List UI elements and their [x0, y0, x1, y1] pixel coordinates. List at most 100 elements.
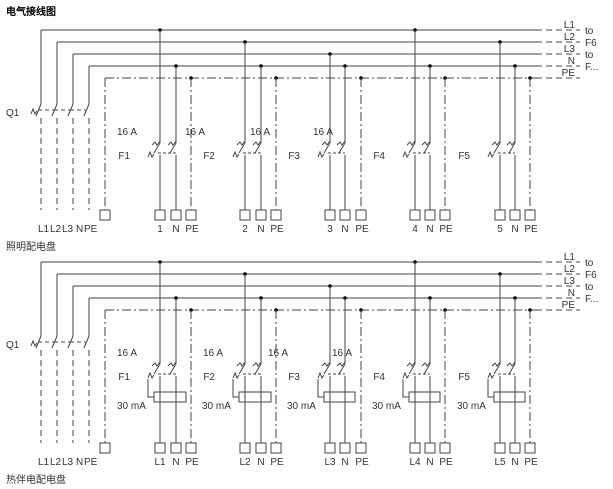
breaker-thermal-icon [487, 371, 495, 380]
incoming-label-l2: L2 [50, 457, 62, 468]
breaker-contact [408, 142, 416, 154]
terminal [494, 442, 506, 454]
terminal-label-n: N [341, 224, 348, 235]
terminal-label-pe: PE [355, 224, 369, 235]
terminal [154, 209, 166, 221]
breaker-label: F1 [118, 372, 130, 383]
terminal [170, 442, 182, 454]
rcd-rating: 30 mA [372, 401, 401, 412]
terminal-label: L2 [239, 457, 251, 468]
panel-title-lighting: 照明配电盘 [6, 242, 56, 253]
rcd-box [493, 391, 526, 403]
terminal [409, 442, 421, 454]
terminal-label: L4 [409, 457, 421, 468]
continuation-label: F6 [585, 270, 597, 281]
breaker-thermal-icon [147, 371, 155, 380]
continuation-label: to [585, 50, 594, 61]
breaker-contact [153, 363, 161, 375]
terminal [185, 442, 197, 454]
terminal-label-pe: PE [524, 457, 538, 468]
breaker-label: F3 [288, 372, 300, 383]
rcd-rating: 30 mA [202, 401, 231, 412]
terminal [270, 442, 282, 454]
breaker-rating: 16 A [332, 348, 352, 359]
breaker-contact [408, 363, 416, 375]
breaker-thermal-icon [317, 371, 325, 380]
terminal [270, 209, 282, 221]
breaker-rating: 16 A [117, 127, 137, 138]
terminal [324, 442, 336, 454]
terminal [524, 209, 536, 221]
main-switch-icon [30, 339, 38, 348]
terminal-label-n: N [257, 224, 264, 235]
terminal [154, 442, 166, 454]
main-switch-contact [83, 103, 90, 117]
terminal-label: 3 [327, 224, 333, 235]
breaker-label: F4 [373, 151, 385, 162]
breaker-label: F4 [373, 372, 385, 383]
terminal [255, 442, 267, 454]
bus-label: PE [562, 300, 576, 311]
rcd-rating: 30 mA [457, 401, 486, 412]
breaker-trip-icon [506, 140, 516, 146]
breaker-rating: 16 A [203, 348, 223, 359]
breaker-rating: 16 A [185, 127, 205, 138]
incoming-label-l1: L1 [38, 224, 50, 235]
terminal-pe [99, 442, 111, 454]
terminal [324, 209, 336, 221]
incoming-label-l3: L3 [62, 457, 74, 468]
rcd-rating: 30 mA [287, 401, 316, 412]
breaker-contact [423, 363, 431, 375]
breaker-contact [338, 142, 346, 154]
continuation-label: F... [585, 294, 598, 305]
terminal-label: L5 [494, 457, 506, 468]
bus-label: L3 [564, 276, 576, 287]
terminal [509, 209, 521, 221]
terminal [339, 209, 351, 221]
breaker-trip-icon [321, 140, 331, 146]
bus-label: N [568, 288, 575, 299]
bus-label: L3 [564, 44, 576, 55]
terminal-label-pe: PE [524, 224, 538, 235]
incoming-label-pe: PE [84, 457, 98, 468]
terminal [439, 442, 451, 454]
breaker-contact [493, 363, 501, 375]
breaker-rating: 16 A [117, 348, 137, 359]
incoming-label-n: N [76, 457, 83, 468]
breaker-trip-icon [336, 361, 346, 367]
main-switch-icon [30, 107, 38, 116]
terminal [355, 209, 367, 221]
terminal-label: L3 [324, 457, 336, 468]
breaker-trip-icon [151, 140, 161, 146]
breaker-contact [169, 363, 177, 375]
bus-label: L2 [564, 264, 576, 275]
breaker-trip-icon [491, 140, 501, 146]
incoming-label-pe: PE [84, 224, 98, 235]
panel-title-heat-tracing: 热伴电配电盘 [6, 475, 66, 486]
terminal-label-pe: PE [439, 457, 453, 468]
breaker-contact [238, 142, 246, 154]
terminal-label-n: N [426, 224, 433, 235]
incoming-label-n: N [76, 224, 83, 235]
diagram-title: 电气接线图 [6, 7, 56, 18]
breaker-contact [238, 363, 246, 375]
breaker-trip-icon [321, 361, 331, 367]
terminal [239, 209, 251, 221]
breaker-label: F2 [203, 151, 215, 162]
terminal [170, 209, 182, 221]
terminal [494, 209, 506, 221]
terminal-label-n: N [341, 457, 348, 468]
continuation-label: F... [585, 62, 598, 73]
terminal-label-n: N [426, 457, 433, 468]
continuation-label: F6 [585, 38, 597, 49]
breaker-trip-icon [167, 361, 177, 367]
breaker-contact [169, 142, 177, 154]
breaker-trip-icon [506, 361, 516, 367]
terminal [409, 209, 421, 221]
breaker-rating: 16 A [250, 127, 270, 138]
main-switch-label: Q1 [6, 340, 20, 351]
breaker-thermal-icon [232, 150, 240, 159]
rcd-trip-link [402, 379, 409, 398]
breaker-rating: 16 A [313, 127, 333, 138]
